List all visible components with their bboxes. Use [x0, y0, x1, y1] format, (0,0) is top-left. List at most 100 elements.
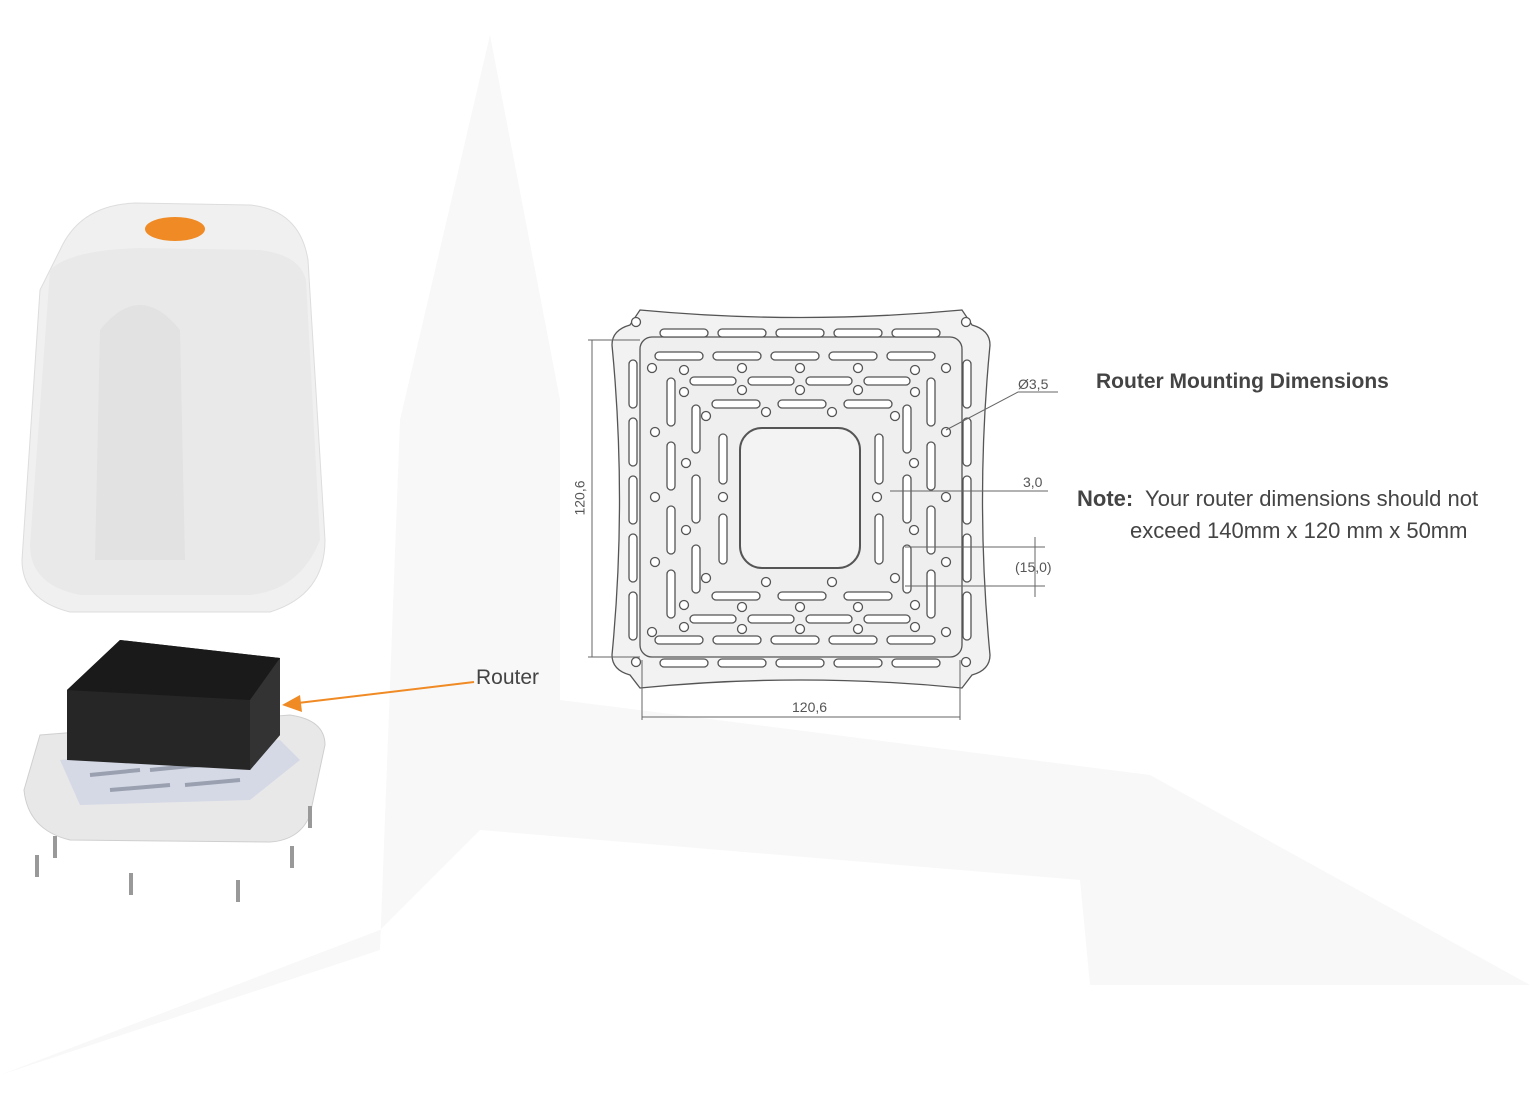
router-label: Router	[476, 666, 540, 689]
plate-hole	[736, 362, 748, 374]
plate-hole	[960, 316, 972, 328]
plate-hole	[717, 491, 729, 503]
router-box	[67, 640, 280, 770]
dim-width: 120,6	[792, 699, 828, 715]
plate-slot	[654, 635, 704, 645]
plate-slot	[828, 635, 878, 645]
plate-slot	[659, 328, 709, 338]
plate-slot	[891, 658, 941, 668]
plate-slot	[718, 513, 728, 565]
plate-hole	[630, 656, 642, 668]
heading: Router Mounting Dimensions	[1096, 370, 1389, 393]
plate-hole	[940, 362, 952, 374]
plate-slot	[712, 635, 762, 645]
plate-slot	[747, 376, 795, 386]
plate-hole	[908, 457, 920, 469]
plate-slot	[711, 399, 761, 409]
plate-slot	[628, 359, 638, 409]
plate-slot	[805, 376, 853, 386]
plate-hole	[736, 601, 748, 613]
plate-hole	[940, 626, 952, 638]
plate-hole	[794, 384, 806, 396]
plate-slot	[689, 376, 737, 386]
plate-hole	[678, 364, 690, 376]
plate-slot	[666, 377, 676, 427]
plate-slot	[659, 658, 709, 668]
plate-hole	[736, 384, 748, 396]
dim-slot-spacing: (15,0)	[1015, 559, 1052, 575]
plate-slot	[747, 614, 795, 624]
plate-hole	[736, 623, 748, 635]
plate-slot	[666, 505, 676, 555]
plate-slot	[902, 404, 912, 454]
plate-slot	[843, 591, 893, 601]
plate-hole	[871, 491, 883, 503]
watermark-arrow	[0, 35, 1530, 1075]
plate-slot	[628, 591, 638, 641]
plate-slot	[902, 474, 912, 524]
plate-hole	[794, 623, 806, 635]
plate-hole	[646, 362, 658, 374]
plate-slot	[805, 614, 853, 624]
plate-hole	[909, 364, 921, 376]
plate-slot	[886, 351, 936, 361]
plate-hole	[760, 406, 772, 418]
plate-hole	[909, 599, 921, 611]
plate-hole	[889, 572, 901, 584]
plate-slot	[843, 399, 893, 409]
plate-slot	[711, 591, 761, 601]
plate-slot	[666, 569, 676, 619]
plate-slot	[926, 505, 936, 555]
plate-slot	[962, 475, 972, 525]
dim-hole-diameter: Ø3,5	[1018, 376, 1049, 392]
note-label: Note:	[1077, 486, 1134, 511]
plate-hole	[940, 556, 952, 568]
plate-slot	[902, 544, 912, 594]
plate-hole	[700, 410, 712, 422]
plate-hole	[649, 491, 661, 503]
plate-slot	[886, 635, 936, 645]
plate-slot	[770, 351, 820, 361]
plate-hole	[646, 626, 658, 638]
plate-hole	[940, 426, 952, 438]
plate-hole	[794, 362, 806, 374]
enclosure-cover	[21, 202, 326, 613]
plate-hole	[909, 621, 921, 633]
plate-hole	[852, 384, 864, 396]
plate-hole	[678, 621, 690, 633]
plate-slot	[828, 351, 878, 361]
plate-hole	[794, 601, 806, 613]
plate-hole	[852, 623, 864, 635]
plate-slot	[775, 328, 825, 338]
plate-slot	[962, 533, 972, 583]
plate-slot	[718, 433, 728, 485]
plate-hole	[940, 491, 952, 503]
note-line-1: Note: Your router dimensions should not	[1077, 486, 1478, 512]
plate-slot	[833, 328, 883, 338]
dimension-lines	[588, 339, 1058, 720]
plate-slot	[874, 433, 884, 485]
plate-slot	[863, 614, 911, 624]
plate-slot	[717, 328, 767, 338]
plate-slot	[691, 544, 701, 594]
plate-hole	[649, 426, 661, 438]
plate-slot	[654, 351, 704, 361]
cover-logo-badge	[145, 217, 205, 241]
dim-slot-width: 3,0	[1023, 474, 1043, 490]
plate-slot	[926, 377, 936, 427]
plate-slot	[777, 591, 827, 601]
plate-slot	[962, 417, 972, 467]
plate-slot	[628, 417, 638, 467]
plate-slot	[777, 399, 827, 409]
plate-hole	[826, 406, 838, 418]
plate-slot	[666, 441, 676, 491]
plate-hole	[680, 524, 692, 536]
plate-hole	[760, 576, 772, 588]
plate-hole	[649, 556, 661, 568]
mounting-plate-drawing	[611, 309, 991, 689]
plate-slot	[712, 351, 762, 361]
plate-hole	[678, 386, 690, 398]
plate-slot	[770, 635, 820, 645]
plate-hole	[889, 410, 901, 422]
